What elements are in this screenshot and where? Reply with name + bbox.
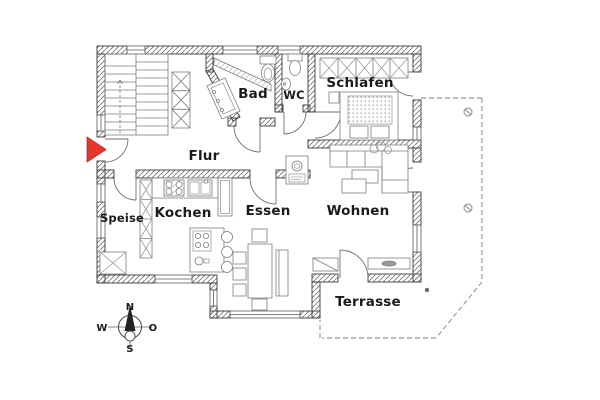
bathtub: [206, 77, 241, 120]
wardrobe: [319, 57, 409, 79]
essen-door: [249, 177, 277, 205]
chair: [232, 267, 247, 281]
room-label-wohnen: Wohnen: [327, 203, 390, 219]
sideboard: [312, 257, 339, 272]
bathroom-fixtures: [206, 55, 277, 120]
chair: [251, 298, 268, 311]
bedroom-furniture: [319, 57, 409, 141]
chair: [232, 283, 247, 297]
window: [412, 224, 422, 253]
terrace-posts: [424, 107, 473, 293]
window: [209, 289, 218, 307]
window: [277, 45, 301, 55]
living-furniture: [285, 141, 411, 272]
bench: [275, 249, 289, 297]
toilet: [287, 53, 303, 76]
toilet: [259, 55, 277, 83]
compass-north-label: N: [126, 302, 135, 313]
staircase: [104, 53, 169, 136]
compass-west-label: W: [96, 323, 107, 334]
window: [96, 216, 106, 239]
compass-needle: [124, 305, 136, 331]
window: [412, 126, 422, 141]
tv-sideboard: [367, 257, 411, 270]
room-label-essen: Essen: [245, 203, 290, 219]
compass-rose: N W O S: [96, 302, 157, 355]
speise-cabinets: [99, 179, 153, 275]
wc-fixtures: [281, 53, 303, 91]
drain-dot: [424, 287, 430, 293]
window: [154, 274, 193, 284]
room-labels: Bad WC Schlafen Flur Speise Kochen Essen…: [100, 75, 401, 310]
window: [126, 45, 146, 55]
plant: [369, 141, 392, 154]
schlafen-door: [314, 111, 342, 139]
coffee-table: [341, 178, 367, 194]
room-label-terrasse: Terrasse: [335, 294, 401, 310]
tall-unit: [217, 177, 233, 217]
stove: [163, 179, 185, 197]
kitchen-island: [189, 227, 225, 273]
room-label-kochen: Kochen: [154, 205, 211, 221]
entrance-arrow-icon: [86, 136, 107, 163]
entrance-door: [104, 138, 129, 163]
window: [222, 45, 258, 55]
kitchen-furniture: [151, 177, 233, 273]
fireplace: [285, 155, 309, 185]
room-label-wc: WC: [283, 88, 305, 102]
room-label-speise: Speise: [100, 211, 144, 225]
window: [96, 183, 106, 203]
chair: [232, 251, 247, 265]
chair: [251, 228, 268, 243]
compass-south-label: S: [126, 344, 133, 355]
bed: [339, 91, 399, 141]
compass-east-label: O: [149, 323, 158, 334]
window: [229, 310, 301, 319]
sink: [281, 77, 291, 91]
bad-door: [233, 125, 261, 153]
sloped-ceiling-strip: [213, 57, 272, 92]
hall-cabinet: [171, 71, 191, 129]
terrace-door: [339, 249, 369, 279]
wc-door: [283, 111, 307, 135]
dining-furniture: [232, 228, 289, 311]
room-label-flur: Flur: [189, 148, 220, 164]
speise-door: [113, 177, 137, 201]
terrace-outline: [319, 97, 483, 339]
window: [96, 114, 106, 132]
room-label-schlafen: Schlafen: [326, 75, 393, 91]
room-label-bad: Bad: [238, 86, 268, 102]
dining-table: [247, 243, 273, 299]
kitchen-sink: [187, 179, 213, 197]
nightstand: [328, 91, 340, 104]
sofa: [329, 144, 409, 194]
bar-stools: [221, 231, 233, 273]
